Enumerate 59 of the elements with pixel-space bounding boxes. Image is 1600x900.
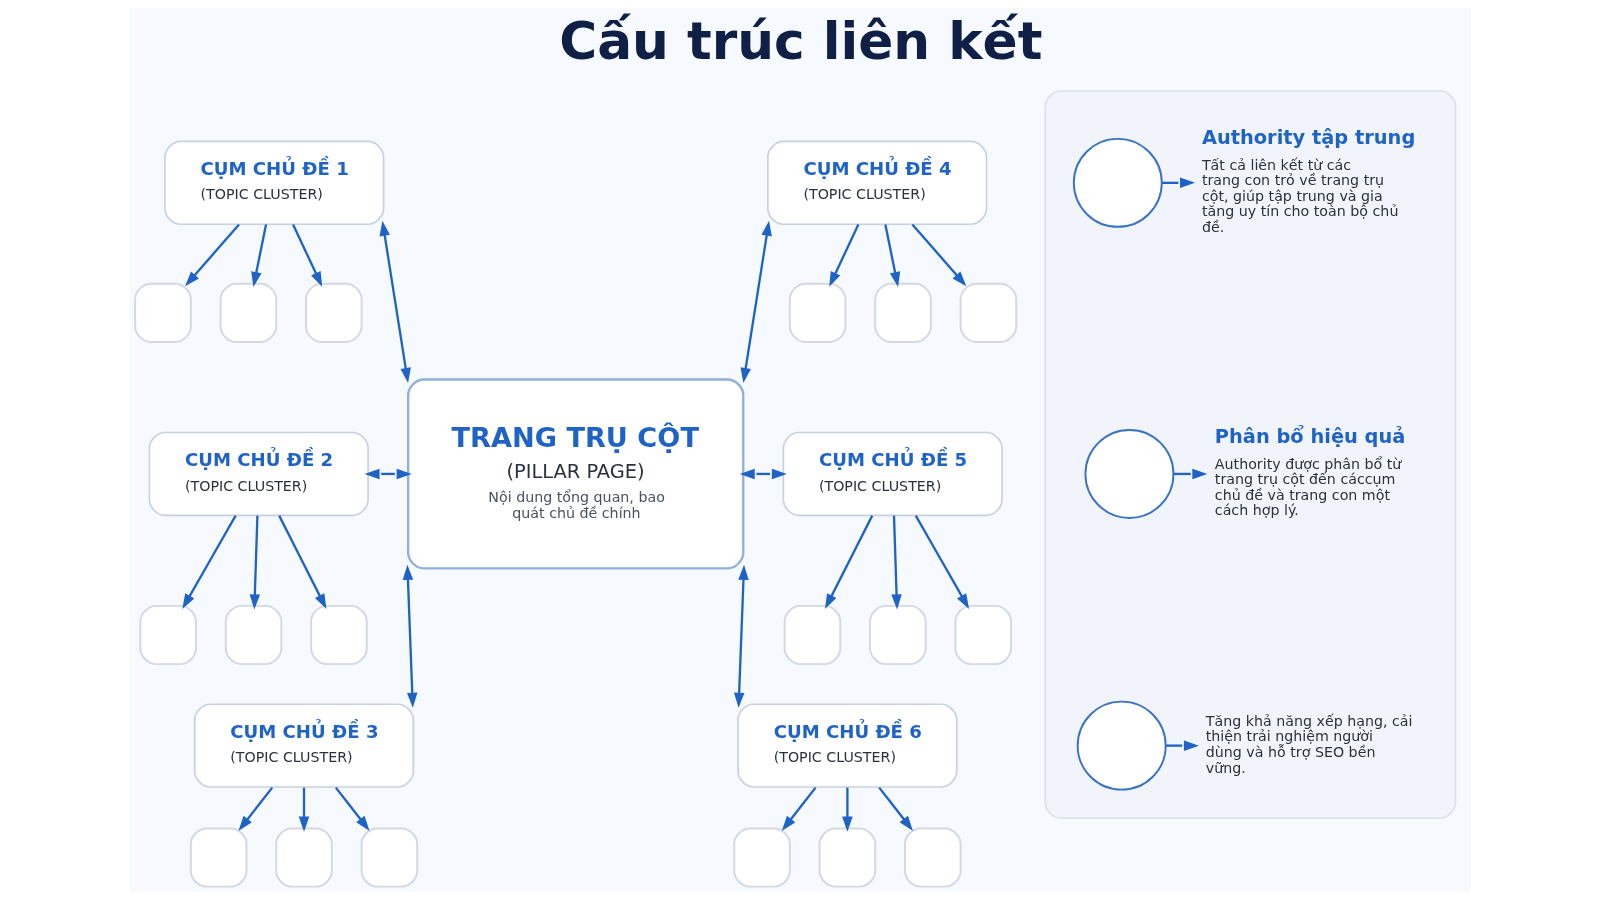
arrow xyxy=(379,220,411,383)
arrow xyxy=(877,786,913,831)
arrow xyxy=(1172,468,1207,480)
node-box xyxy=(309,604,368,666)
node-box xyxy=(224,604,282,666)
node-box xyxy=(133,282,192,343)
node-box xyxy=(959,282,1017,343)
node-box: CỤM CHỦ ĐỀ 3 (TOPIC CLUSTER) xyxy=(193,703,414,788)
arrow xyxy=(277,515,326,609)
node-box: CỤM CHỦ ĐỀ 1 (TOPIC CLUSTER) xyxy=(163,140,384,226)
node-box xyxy=(138,604,197,666)
arrow xyxy=(733,564,749,708)
node-box xyxy=(360,827,418,888)
node-box xyxy=(783,604,841,666)
arrow xyxy=(828,223,859,287)
node-text: Authority tập trung Tất cả liên kết từ các trang con trỏ về trang trụ cột, giúp tập trung và gia tăng uy tín cho toàn bộ chủ đề. xyxy=(1201,126,1415,235)
node-box xyxy=(732,827,791,888)
node-circle xyxy=(1084,428,1174,519)
arrow xyxy=(181,515,237,609)
arrow xyxy=(883,224,900,288)
node-box xyxy=(953,604,1012,666)
node-box: CỤM CHỦ ĐỀ 4 (TOPIC CLUSTER) xyxy=(766,140,987,226)
diagram-title: Cấu trúc liên kết xyxy=(558,10,1042,71)
node-box xyxy=(219,282,277,343)
arrow xyxy=(890,515,902,610)
node-box xyxy=(788,282,846,343)
cluster xyxy=(1044,90,1456,819)
arrow xyxy=(911,223,966,287)
arrow xyxy=(1165,740,1199,751)
arrow xyxy=(841,787,853,832)
node-box xyxy=(873,282,932,343)
node-box xyxy=(903,827,962,888)
arrow xyxy=(781,786,816,831)
arrow xyxy=(298,787,309,832)
arrow xyxy=(740,220,772,383)
arrow xyxy=(824,515,873,610)
node-box: CỤM CHỦ ĐỀ 6 (TOPIC CLUSTER) xyxy=(736,703,958,788)
arrow xyxy=(914,515,969,609)
node-box xyxy=(868,604,927,666)
arrow xyxy=(334,786,370,831)
node-box xyxy=(189,827,247,888)
arrow xyxy=(402,564,417,708)
node-circle xyxy=(1076,700,1167,791)
arrow xyxy=(739,468,787,480)
node-box xyxy=(304,282,363,343)
arrow xyxy=(291,223,322,287)
node-circle xyxy=(1072,137,1163,228)
node-box: TRANG TRỤ CỘT (PILLAR PAGE) Nội dung tổng quan, bao quát chủ đề chính xyxy=(406,378,744,570)
arrow xyxy=(184,223,240,287)
arrow xyxy=(249,515,260,610)
node-box xyxy=(274,827,333,888)
arrow xyxy=(364,468,412,480)
node-text: Phân bổ hiệu quả Authority được phân bổ từ trang trụ cột đến cáccụm chủ đề và trang con một cách hợp lý. xyxy=(1214,424,1405,519)
arrow xyxy=(237,786,273,831)
node-box: CỤM CHỦ ĐỀ 5 (TOPIC CLUSTER) xyxy=(782,431,1003,517)
node-box xyxy=(818,827,876,888)
arrow xyxy=(250,224,267,288)
node-text: Tăng khả năng xếp hạng, cải thiện trải nghiệm người dùng và hỗ trợ SEO bền vững. xyxy=(1205,712,1412,776)
node-box: CỤM CHỦ ĐỀ 2 (TOPIC CLUSTER) xyxy=(148,431,369,517)
